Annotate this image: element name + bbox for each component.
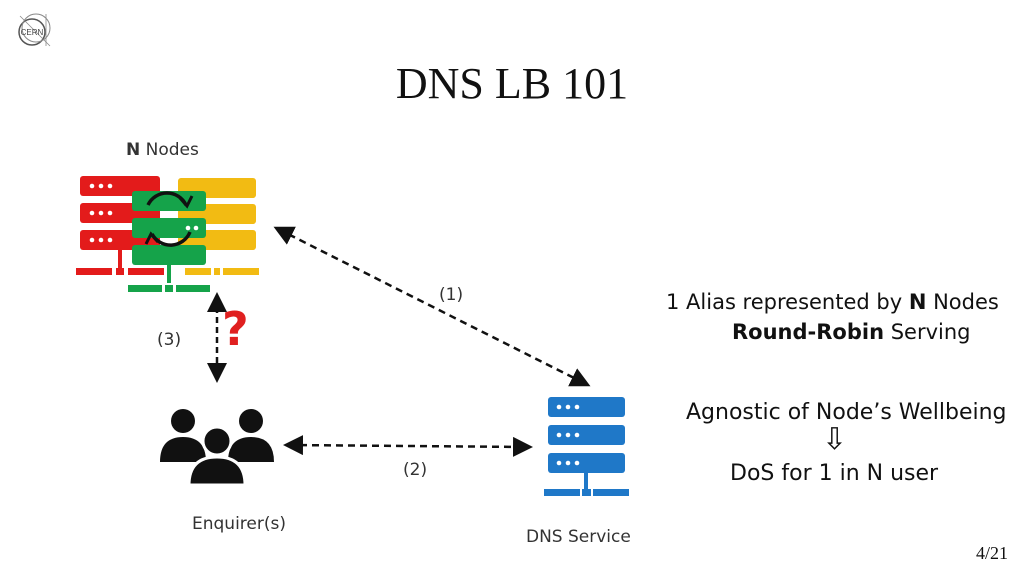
- dns-service-label: DNS Service: [526, 527, 631, 547]
- dos-text-a: DoS for: [730, 461, 819, 486]
- dos-statement: DoS for 1 in N user: [730, 461, 938, 486]
- round-robin-statement: Round-Robin Serving: [732, 320, 971, 344]
- arrow-nodes-dns: [273, 226, 591, 387]
- cern-logo: CERN: [14, 10, 54, 50]
- alias-text-n: N: [908, 290, 927, 314]
- down-arrow-icon: ⇩: [822, 422, 848, 457]
- agnostic-statement: Agnostic of Node’s Wellbeing: [686, 400, 1007, 425]
- server-green-icon: [128, 191, 210, 292]
- serving-text: Serving: [884, 320, 971, 344]
- arrow-enquirer-dns: [283, 435, 533, 457]
- alias-text-b: Nodes: [926, 290, 999, 314]
- round-robin-text: Round-Robin: [732, 320, 885, 344]
- dos-text-b: 1 in N user: [818, 461, 939, 486]
- question-mark: ?: [222, 302, 249, 356]
- nodes-label: N Nodes: [126, 140, 199, 160]
- arrow-label-3: (3): [157, 330, 182, 350]
- slide-title: DNS LB 101: [395, 59, 629, 108]
- users-group-icon: [160, 409, 274, 487]
- logo-text: CERN: [21, 28, 44, 37]
- arrow-label-1: (1): [439, 285, 464, 305]
- nodes-n: N: [126, 140, 141, 160]
- nodes-text: Nodes: [145, 140, 199, 160]
- round-robin-refresh-icon: [144, 191, 194, 247]
- dns-server-icon: [544, 397, 629, 496]
- alias-statement: 1 Alias represented by N Nodes: [666, 290, 999, 314]
- arrow-label-2: (2): [403, 460, 428, 480]
- enquirer-label: Enquirer(s): [192, 514, 286, 534]
- page-number: 4/21: [975, 543, 1008, 563]
- alias-text-a: 1 Alias represented by: [666, 290, 909, 314]
- cern-logo-icon: CERN: [18, 13, 51, 47]
